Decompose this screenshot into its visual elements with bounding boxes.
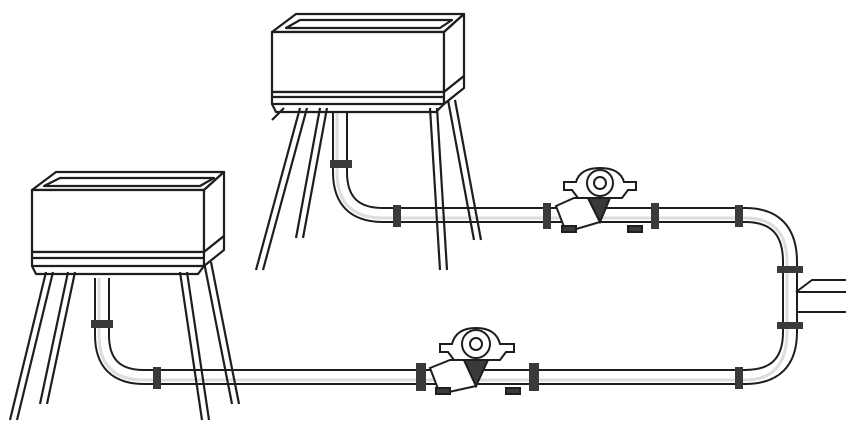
coupling-icon <box>153 367 161 389</box>
centrifugal-pump-icon <box>554 166 643 234</box>
centrifugal-pump-icon <box>428 326 521 396</box>
coupling-icon <box>91 320 113 328</box>
lower-pipe-inner <box>96 278 796 383</box>
coupling-icon <box>777 322 803 329</box>
coupling-icon <box>651 203 659 229</box>
coupling-icon <box>735 205 743 227</box>
upper-pipe-inner <box>334 112 796 317</box>
tank-on-stand-icon <box>254 12 483 271</box>
coupling-icon <box>777 266 803 273</box>
outlet-pipe <box>795 279 846 313</box>
pipe-couplings <box>91 160 803 391</box>
coupling-icon <box>543 203 551 229</box>
upper-pipe-shade <box>335 112 789 317</box>
coupling-icon <box>735 367 743 389</box>
coupling-icon <box>330 160 352 168</box>
tank-legs <box>254 99 483 271</box>
coupling-icon <box>529 363 539 391</box>
coupling-icon <box>393 205 401 227</box>
coupling-icon <box>416 363 426 391</box>
tank-legs <box>8 261 241 421</box>
tank-on-stand-icon <box>8 170 241 421</box>
